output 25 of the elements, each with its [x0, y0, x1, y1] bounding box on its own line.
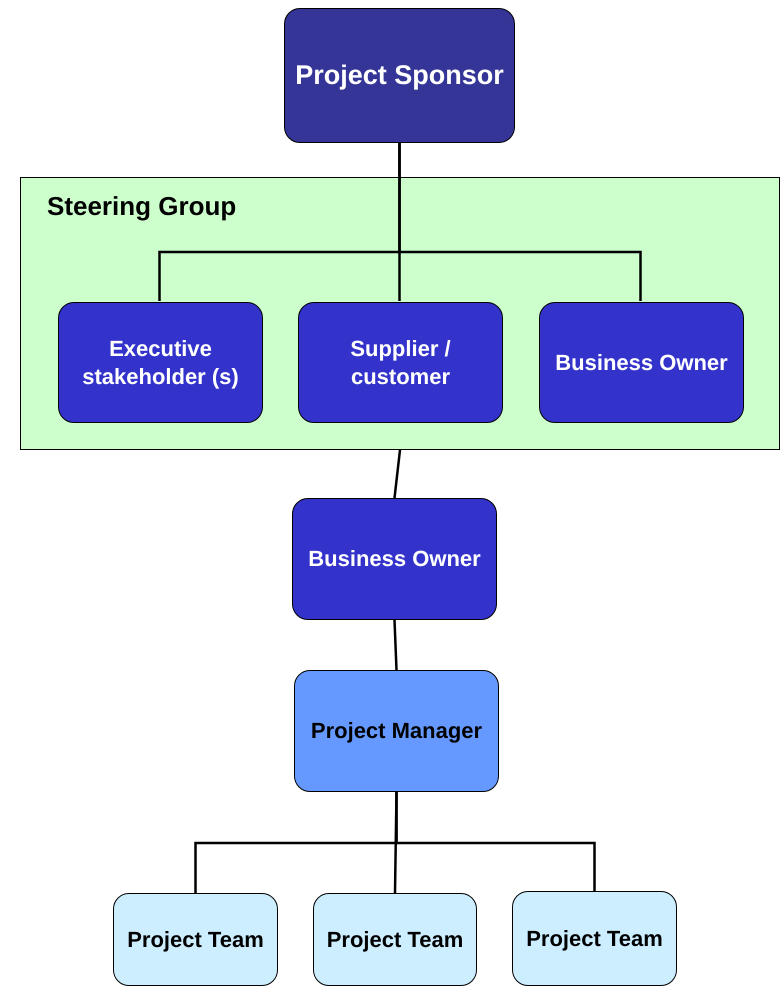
- connector-line: [395, 792, 596, 891]
- node-label: Project Team: [526, 924, 663, 952]
- team-box: [313, 893, 477, 986]
- manager-box: [294, 670, 499, 792]
- role-box: [58, 302, 263, 423]
- node-label: Executive stakeholder (s): [81, 335, 240, 390]
- node-label: Business Owner: [555, 348, 728, 376]
- role-box: [298, 302, 503, 423]
- connector-line: [393, 450, 402, 498]
- team-box: [113, 893, 278, 986]
- role-box: [292, 498, 497, 620]
- connector-line: [393, 620, 398, 670]
- node-label: Project Team: [326, 926, 464, 954]
- sponsor-box: [284, 8, 515, 143]
- node-label: Project Sponsor: [295, 58, 504, 92]
- connector-line: [398, 143, 642, 301]
- group-band: [20, 177, 780, 450]
- team-box: [512, 891, 677, 986]
- node-label: Project Manager: [310, 717, 482, 745]
- group-heading: Steering Group: [47, 190, 236, 222]
- node-label: Business Owner: [308, 545, 481, 573]
- node-label: Project Team: [127, 926, 264, 954]
- connector-line: [394, 792, 398, 894]
- node-label: Supplier / customer: [349, 335, 452, 390]
- role-box: [539, 302, 744, 423]
